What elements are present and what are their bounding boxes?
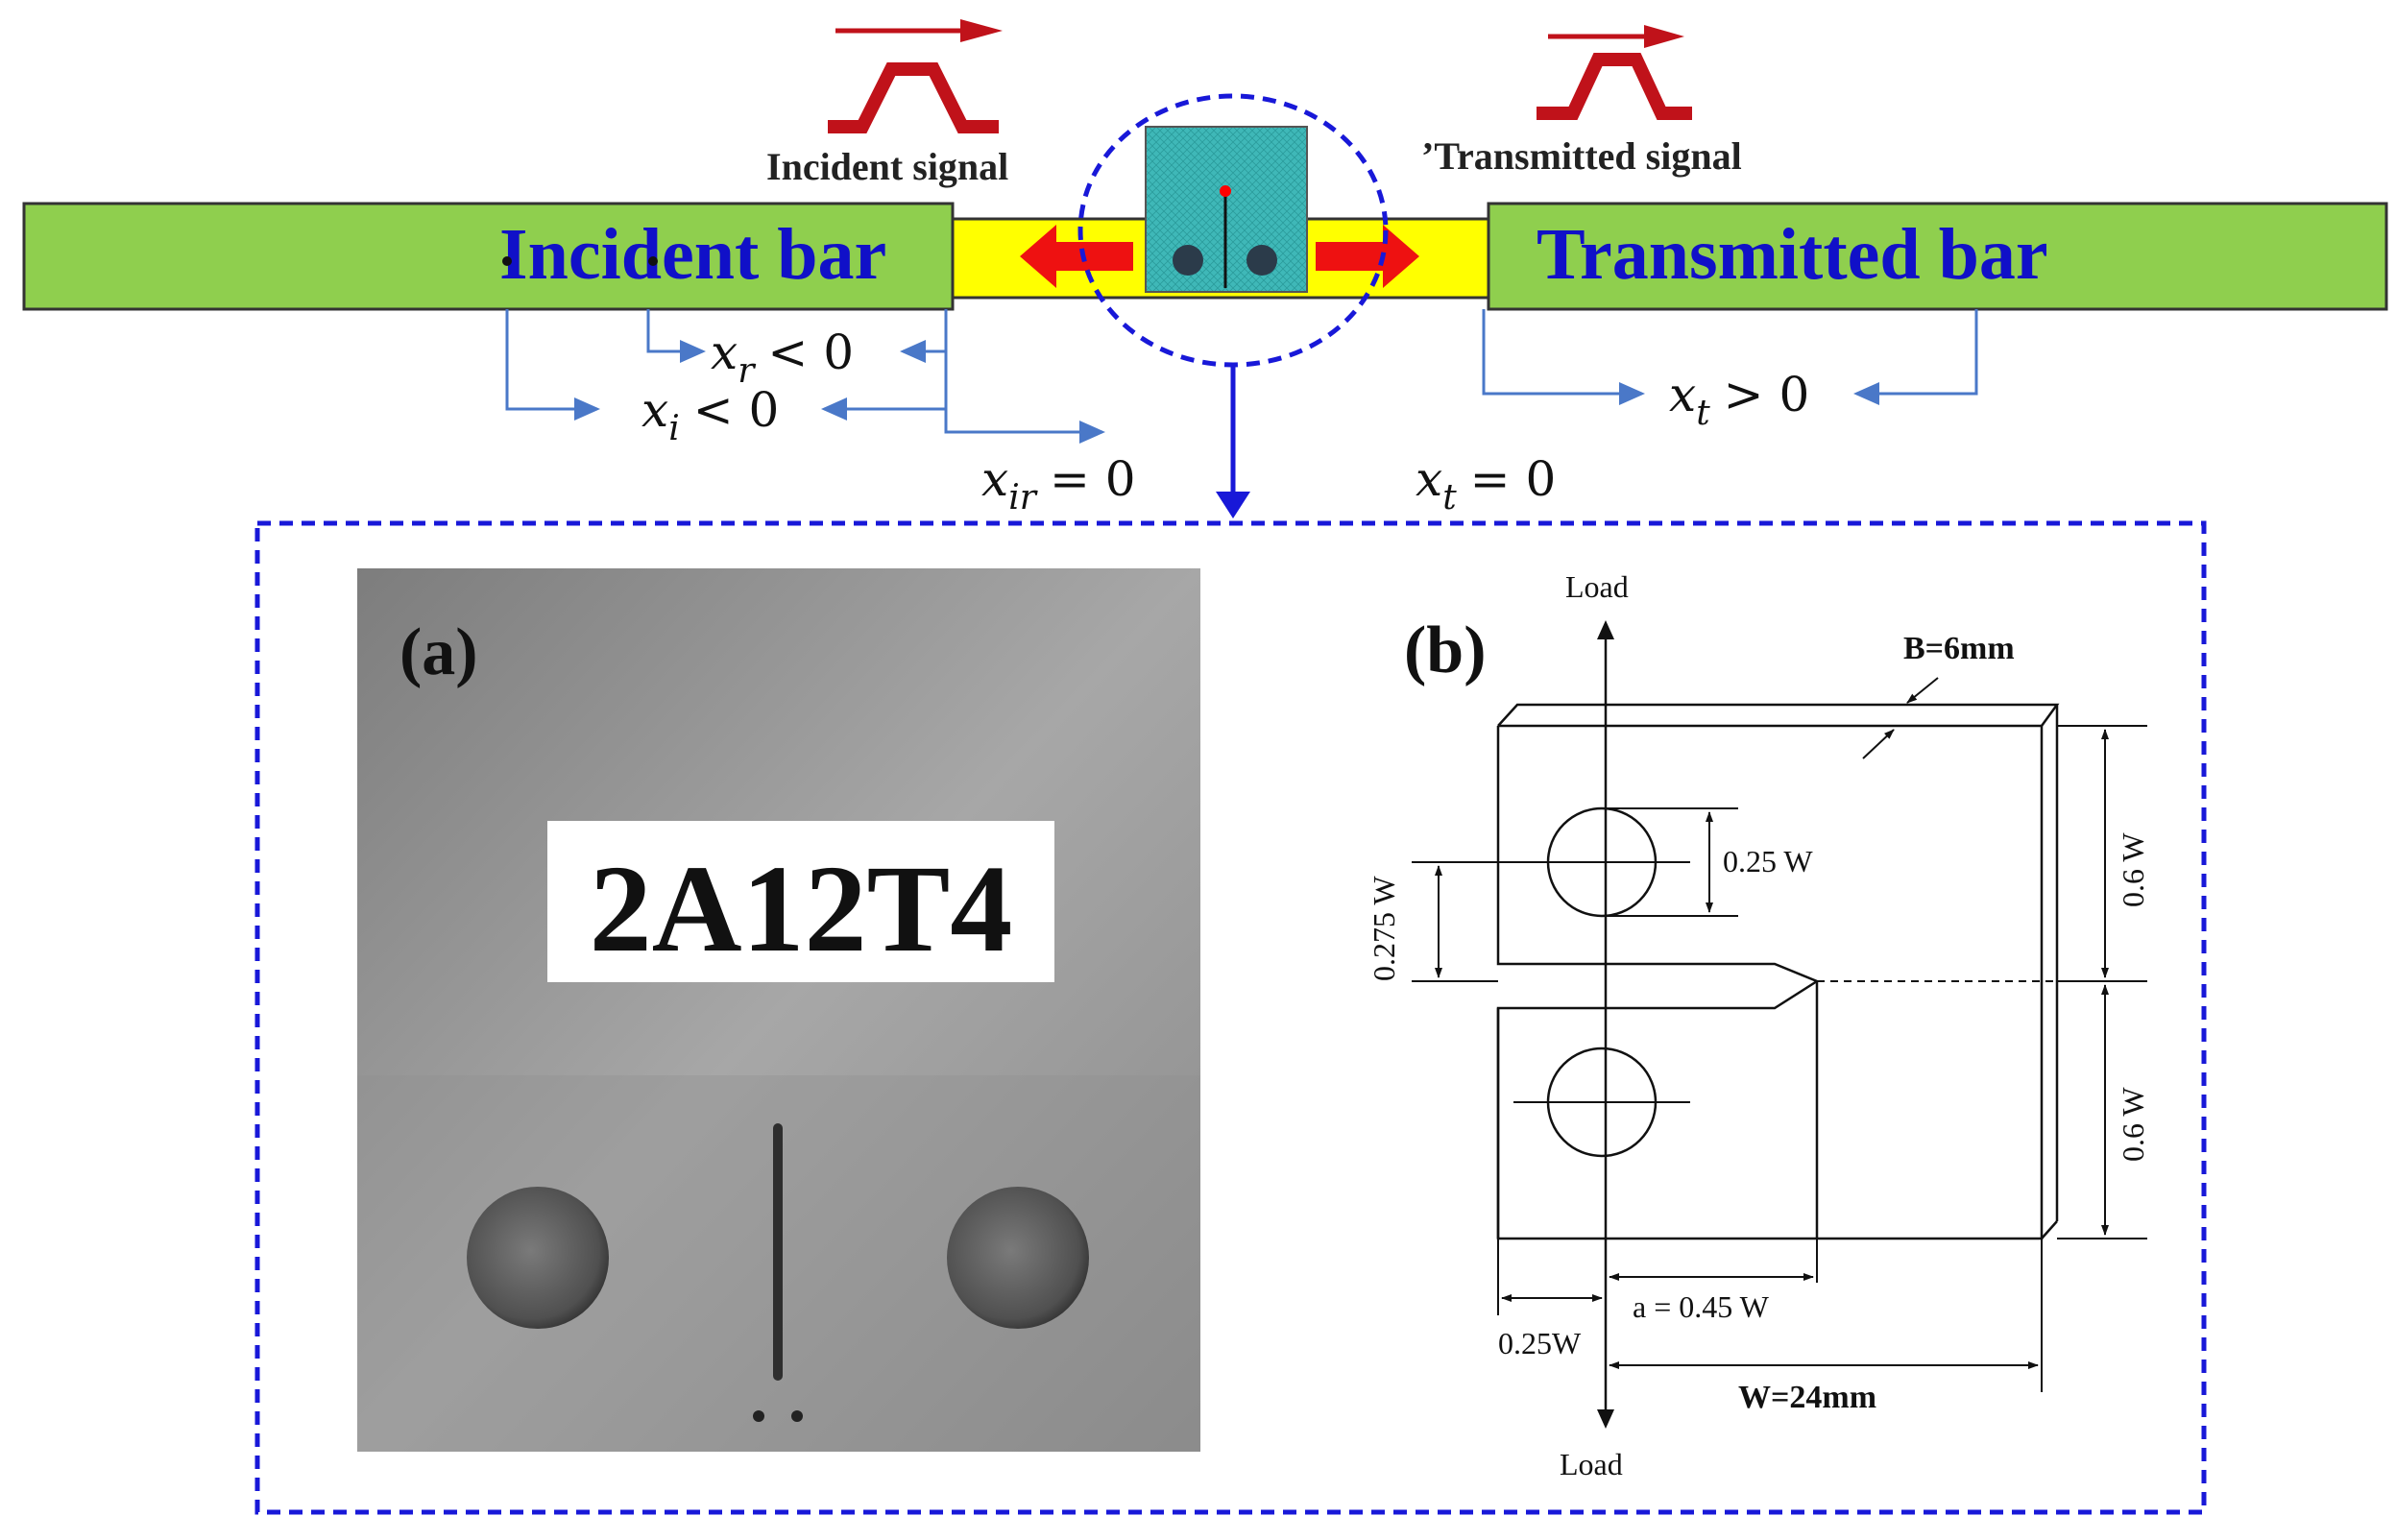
drawing-panel-label: (b) xyxy=(1404,614,1487,687)
hole-dia-label: 0.25 W xyxy=(1723,844,1813,878)
specimen-drawing: (b) Load Load B=6mm 0.25 W xyxy=(1367,569,2150,1481)
mesh-crack-tip xyxy=(1220,185,1231,197)
xr-bracket-right xyxy=(900,309,948,363)
incident-signal: Incident signal xyxy=(766,19,1008,188)
transmitted-signal: ʼTransmitted signal xyxy=(1421,25,1742,178)
load-bottom-label: Load xyxy=(1560,1447,1623,1481)
gauge-dot-1 xyxy=(502,256,512,266)
coordinate-labels: xr< 0 xi< 0 xir= 0 xt> 0 xt= 0 xyxy=(641,325,1809,517)
photo-notch xyxy=(773,1123,783,1381)
transmitted-direction-arrow-head xyxy=(1644,25,1684,48)
xt0-label: xt= 0 xyxy=(1416,451,1556,517)
right-load-arrow xyxy=(1316,225,1419,288)
xir-bracket xyxy=(944,409,1105,444)
transmitted-signal-label: ʼTransmitted signal xyxy=(1421,134,1742,178)
incident-direction-arrow-head xyxy=(960,19,1003,42)
edge-dist-label: 0.25W xyxy=(1498,1326,1582,1360)
transmitted-pulse-icon xyxy=(1537,53,1692,120)
zoom-frame xyxy=(254,520,2207,1515)
thickness-arrow-top xyxy=(1906,677,1939,704)
bar-assembly: Incident bar Transmitted bar xyxy=(22,93,2388,518)
load-arrow-down-icon xyxy=(1597,1409,1614,1429)
mesh-hole-right xyxy=(1246,245,1277,276)
photo-mark-right xyxy=(791,1410,803,1422)
xi-label: xi< 0 xyxy=(641,382,779,448)
xt-bracket-right xyxy=(1853,309,1978,405)
xir-label: xir= 0 xyxy=(981,451,1136,517)
incident-bar-label: Incident bar xyxy=(499,214,886,295)
width-label: W=24mm xyxy=(1738,1380,1876,1415)
photo-panel-label: (a) xyxy=(399,615,478,689)
photo-mark-left xyxy=(753,1410,764,1422)
material-label: 2A12T4 xyxy=(590,840,1013,978)
xt-label: xt> 0 xyxy=(1669,367,1809,433)
material-tag xyxy=(547,821,1054,982)
lower-height-label: 0.6 W xyxy=(2116,1087,2150,1162)
specimen-photo: (a) 2A12T4 xyxy=(357,568,1200,1452)
photo-hole-right xyxy=(947,1187,1089,1329)
xr-bracket-left xyxy=(646,309,706,363)
incident-pulse-icon xyxy=(828,62,999,133)
notch-offset-label: 0.275 W xyxy=(1367,876,1401,981)
xt-bracket-left xyxy=(1482,309,1645,405)
zoom-connector-head xyxy=(1216,492,1250,518)
transmitted-bar-label: Transmitted bar xyxy=(1537,214,2048,295)
upper-height-label: 0.6 W xyxy=(2116,832,2150,907)
incident-signal-label: Incident signal xyxy=(766,145,1008,188)
load-top-label: Load xyxy=(1565,569,1629,604)
xi-bracket-left xyxy=(505,309,600,421)
mesh-hole-left xyxy=(1173,245,1203,276)
thickness-arrow-bottom xyxy=(1862,729,1895,759)
xr-label: xr< 0 xyxy=(711,325,854,391)
incident-bar xyxy=(22,202,955,311)
load-arrow-up-icon xyxy=(1597,620,1614,639)
transmitted-bar xyxy=(1487,202,2388,311)
left-load-arrow xyxy=(1020,225,1133,288)
photo-hole-left xyxy=(467,1187,609,1329)
transmitted-signal-text: Transmitted signal xyxy=(1434,134,1741,178)
gauge-dot-2 xyxy=(648,256,658,266)
crack-length-label: a = 0.45 W xyxy=(1633,1289,1770,1324)
coordinate-annotations xyxy=(505,309,1978,444)
drawing-outline xyxy=(1496,703,2060,1240)
thickness-label: B=6mm xyxy=(1903,631,2015,666)
